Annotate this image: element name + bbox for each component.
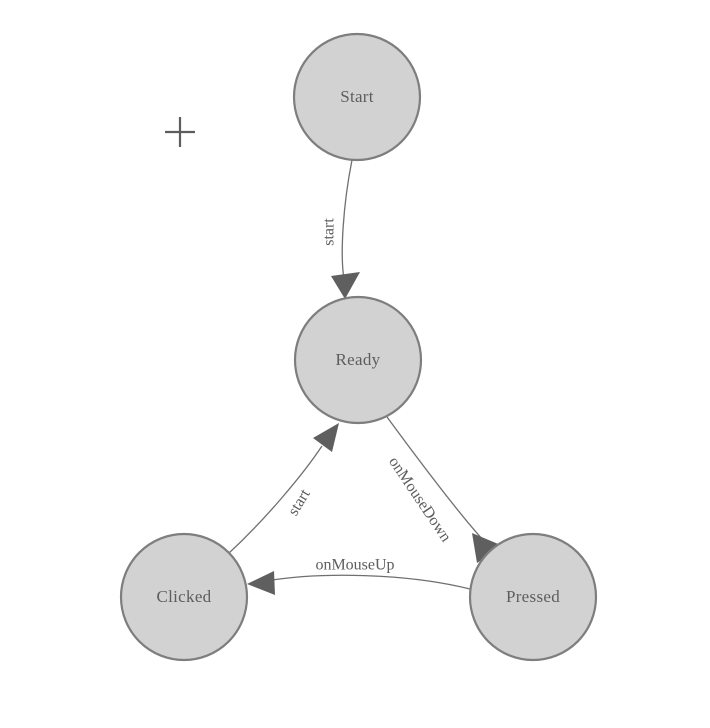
node-clicked[interactable]: Clicked [119, 532, 249, 662]
node-label-clicked: Clicked [157, 587, 212, 606]
edge-line [386, 416, 485, 542]
node-circle[interactable] [292, 32, 422, 162]
edge-label-pressed-to-clicked: onMouseUp [315, 557, 394, 574]
node-circle[interactable] [293, 295, 423, 425]
node-layer: Start Ready Clicked Pressed [119, 32, 598, 662]
node-label-ready: Ready [336, 350, 381, 369]
edge-label-ready-to-pressed: onMouseDown [385, 454, 454, 545]
node-label-start: Start [340, 87, 374, 106]
edge-line [227, 445, 323, 555]
node-start[interactable]: Start [292, 32, 422, 162]
edge-line [341, 159, 353, 280]
edge-ready-to-pressed[interactable]: onMouseDown [385, 416, 503, 563]
plus-marker-icon [165, 117, 195, 147]
arrowhead-icon [247, 571, 275, 595]
edge-start-to-ready[interactable]: start [321, 159, 360, 299]
edge-pressed-to-clicked[interactable]: onMouseUp [247, 557, 471, 595]
node-label-pressed: Pressed [506, 587, 560, 606]
arrowhead-icon [331, 272, 360, 299]
node-circle[interactable] [468, 532, 598, 662]
edge-label-start-to-ready: start [321, 218, 338, 246]
arrowhead-icon [472, 533, 503, 563]
edge-clicked-to-ready[interactable]: start [227, 423, 339, 555]
edge-line [265, 574, 471, 590]
arrowhead-icon [313, 423, 339, 452]
node-circle[interactable] [119, 532, 249, 662]
edge-label-clicked-to-ready: start [285, 486, 314, 519]
node-pressed[interactable]: Pressed [468, 532, 598, 662]
node-ready[interactable]: Ready [293, 295, 423, 425]
